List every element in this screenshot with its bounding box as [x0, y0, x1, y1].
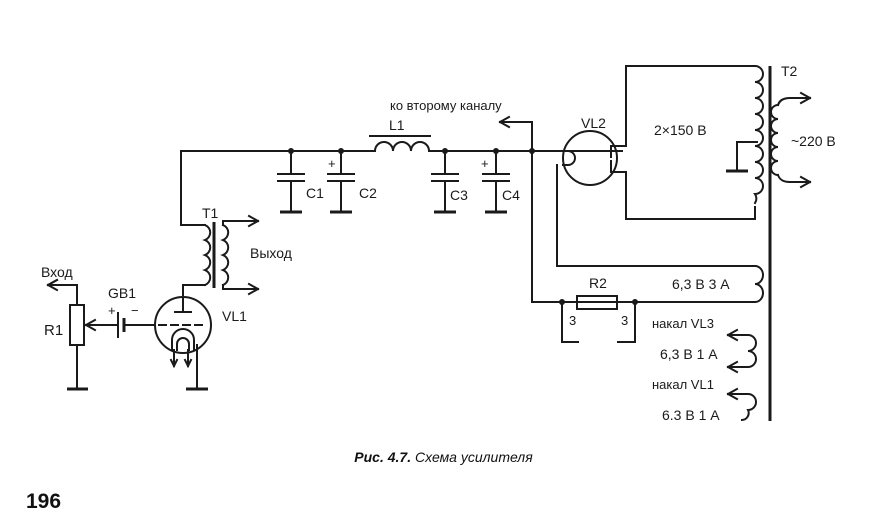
gb1-minus: −: [131, 303, 139, 318]
filament-vl1-rating: 6.3 В 1 А: [662, 407, 720, 423]
t1-label: T1: [202, 205, 219, 221]
c1-label: C1: [306, 185, 324, 201]
second-channel-label: ко второму каналу: [390, 98, 502, 113]
r2-left-terminal: 3: [569, 313, 576, 328]
mains-label: ~220 В: [791, 133, 836, 149]
tube-vl1: [154, 296, 212, 391]
capacitor-c2: [327, 148, 355, 214]
c2-plus: +: [328, 156, 336, 171]
transformer-t2: [531, 64, 812, 422]
t2-label: T2: [781, 63, 798, 79]
resistor-r1: [46, 278, 115, 391]
input-label: Вход: [41, 264, 73, 280]
transformer-t1: [180, 150, 260, 298]
gb1-label: GB1: [108, 285, 136, 301]
r2-label: R2: [589, 275, 607, 291]
c2-label: C2: [359, 185, 377, 201]
capacitor-c1: [277, 148, 305, 214]
output-label: Выход: [250, 245, 292, 261]
filament-main-label: 6,3 В 3 А: [672, 276, 730, 292]
figure-caption: Рис. 4.7. Схема усилителя: [0, 449, 887, 465]
r2-right-terminal: 3: [621, 313, 628, 328]
c4-label: C4: [502, 187, 520, 203]
c3-label: C3: [450, 187, 468, 203]
vl1-label: VL1: [222, 308, 247, 324]
gb1-plus: +: [108, 303, 116, 318]
r1-label: R1: [44, 322, 63, 339]
page-number: 196: [26, 490, 62, 513]
figure-title: Схема усилителя: [415, 449, 533, 465]
second-channel-tap: [498, 115, 535, 303]
hv-winding-label: 2×150 В: [654, 122, 707, 138]
battery-gb1: [113, 312, 156, 338]
capacitor-c4: [482, 148, 510, 214]
filament-vl3-heading: накал VL3: [652, 316, 714, 331]
filament-vl1-heading: накал VL1: [652, 377, 714, 392]
vl2-label: VL2: [581, 115, 606, 131]
filament-vl3-rating: 6,3 В 1 А: [660, 346, 718, 362]
figure-number: Рис. 4.7.: [354, 449, 412, 465]
capacitor-c3: [431, 148, 459, 214]
tube-vl2: [556, 65, 627, 267]
inductor-l1: [369, 135, 431, 153]
amplifier-schematic: Вход R1 GB1 + − VL1: [41, 63, 836, 423]
resistor-r2: [559, 295, 638, 343]
c4-plus: +: [481, 156, 489, 171]
l1-label: L1: [389, 117, 405, 133]
